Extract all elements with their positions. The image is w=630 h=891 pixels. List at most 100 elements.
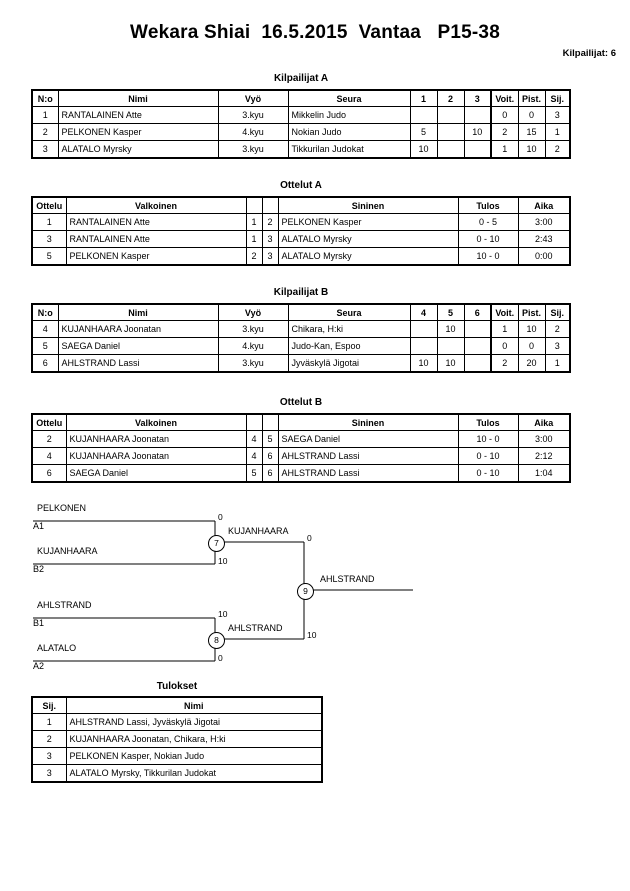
cell-name: ALATALO Myrsky, Tikkurilan Judokat xyxy=(65,764,323,783)
cell-wins: 0 xyxy=(490,106,519,124)
col-aika: Aika xyxy=(517,413,571,431)
cell-m6 xyxy=(463,320,492,338)
table-row: 3 ALATALO Myrsky 3.kyu Tikkurilan Judoka… xyxy=(31,140,571,159)
col-m4: 4 xyxy=(409,303,438,321)
cell-blue-no: 3 xyxy=(261,230,279,248)
cell-time: 1:04 xyxy=(517,464,571,483)
bracket-entry-name-1: PELKONEN xyxy=(37,503,87,513)
col-spacer-2 xyxy=(261,196,279,214)
col-voit: Voit. xyxy=(490,89,519,107)
cell-name: KUJANHAARA Joonatan xyxy=(57,320,219,338)
matches-a-table: Ottelu Valkoinen Sininen Tulos Aika 1 RA… xyxy=(31,196,571,266)
bracket-match-8-top-score: 10 xyxy=(218,609,228,619)
cell-rank: 3 xyxy=(31,764,67,783)
cell-no: 5 xyxy=(31,337,59,355)
cell-match: 5 xyxy=(31,247,67,266)
col-voit: Voit. xyxy=(490,303,519,321)
entrant-count: Kilpailijat: 6 xyxy=(562,48,616,59)
cell-white: RANTALAINEN Atte xyxy=(65,213,247,231)
cell-m2 xyxy=(436,140,465,159)
table-row: 6 AHLSTRAND Lassi 3.kyu Jyväskylä Jigota… xyxy=(31,354,571,373)
col-tulos: Tulos xyxy=(457,196,519,214)
cell-time: 3:00 xyxy=(517,430,571,448)
table-row: 5 PELKONEN Kasper 2 3 ALATALO Myrsky 10 … xyxy=(31,247,571,266)
cell-m3: 10 xyxy=(463,123,492,141)
col-spacer-1 xyxy=(245,196,263,214)
cell-result: 0 - 5 xyxy=(457,213,519,231)
table-row: 5 SAEGA Daniel 4.kyu Judo-Kan, Espoo 0 0… xyxy=(31,337,571,355)
bracket-match-9-winner: AHLSTRAND xyxy=(320,574,375,584)
cell-club: Nokian Judo xyxy=(287,123,411,141)
col-spacer-2 xyxy=(261,413,279,431)
cell-belt: 4.kyu xyxy=(217,123,289,141)
cell-club: Tikkurilan Judokat xyxy=(287,140,411,159)
bracket-entry-seed-3: B1 xyxy=(33,618,45,628)
cell-m6 xyxy=(463,337,492,355)
cell-rank: 1 xyxy=(31,713,67,731)
cell-points: 0 xyxy=(517,337,546,355)
table-header-row: Sij. Nimi xyxy=(31,696,323,714)
cell-time: 2:12 xyxy=(517,447,571,465)
bracket-match-8-number[interactable]: 8 xyxy=(208,632,225,649)
cell-name: AHLSTRAND Lassi, Jyväskylä Jigotai xyxy=(65,713,323,731)
cell-name: PELKONEN Kasper, Nokian Judo xyxy=(65,747,323,765)
cell-belt: 3.kyu xyxy=(217,140,289,159)
col-ottelu: Ottelu xyxy=(31,413,67,431)
results-caption: Tulokset xyxy=(156,681,198,692)
table-row: 2 PELKONEN Kasper 4.kyu Nokian Judo 5 10… xyxy=(31,123,571,141)
cell-blue: SAEGA Daniel xyxy=(277,430,459,448)
table-row: 3 RANTALAINEN Atte 1 3 ALATALO Myrsky 0 … xyxy=(31,230,571,248)
cell-blue-no: 6 xyxy=(261,447,279,465)
pool-b-caption: Kilpailijat B xyxy=(273,287,329,298)
col-m5: 5 xyxy=(436,303,465,321)
cell-belt: 3.kyu xyxy=(217,354,289,373)
cell-time: 2:43 xyxy=(517,230,571,248)
cell-white-no: 1 xyxy=(245,230,263,248)
cell-white: SAEGA Daniel xyxy=(65,464,247,483)
cell-club: Chikara, H:ki xyxy=(287,320,411,338)
col-spacer-1 xyxy=(245,413,263,431)
bracket-entry-name-3: AHLSTRAND xyxy=(37,600,92,610)
cell-white: PELKONEN Kasper xyxy=(65,247,247,266)
cell-blue-no: 6 xyxy=(261,464,279,483)
col-aika: Aika xyxy=(517,196,571,214)
cell-wins: 2 xyxy=(490,354,519,373)
col-no: N:o xyxy=(31,89,59,107)
cell-m4: 10 xyxy=(409,354,438,373)
bracket-match-8-winner: AHLSTRAND xyxy=(228,623,283,633)
cell-white-no: 4 xyxy=(245,447,263,465)
cell-rank: 1 xyxy=(544,123,571,141)
cell-name: KUJANHAARA Joonatan, Chikara, H:ki xyxy=(65,730,323,748)
page-title: Wekara Shiai 16.5.2015 Vantaa P15-38 xyxy=(130,22,500,43)
cell-no: 6 xyxy=(31,354,59,373)
col-pist: Pist. xyxy=(517,303,546,321)
cell-rank: 1 xyxy=(544,354,571,373)
cell-blue: PELKONEN Kasper xyxy=(277,213,459,231)
cell-rank: 2 xyxy=(544,320,571,338)
cell-m1: 10 xyxy=(409,140,438,159)
col-valkoinen: Valkoinen xyxy=(65,413,247,431)
table-row: 1 RANTALAINEN Atte 1 2 PELKONEN Kasper 0… xyxy=(31,213,571,231)
bracket-match-7-top-score: 0 xyxy=(218,512,223,522)
matches-b-table: Ottelu Valkoinen Sininen Tulos Aika 2 KU… xyxy=(31,413,571,483)
pool-b-table: N:o Nimi Vyö Seura 4 5 6 Voit. Pist. Sij… xyxy=(31,303,571,373)
bracket-match-7-number[interactable]: 7 xyxy=(208,535,225,552)
col-tulos: Tulos xyxy=(457,413,519,431)
bracket-match-9-number[interactable]: 9 xyxy=(297,583,314,600)
cell-wins: 1 xyxy=(490,320,519,338)
cell-blue-no: 2 xyxy=(261,213,279,231)
table-row: 3 ALATALO Myrsky, Tikkurilan Judokat xyxy=(31,764,323,783)
cell-m6 xyxy=(463,354,492,373)
table-row: 2 KUJANHAARA Joonatan 4 5 SAEGA Daniel 1… xyxy=(31,430,571,448)
pool-a-caption: Kilpailijat A xyxy=(273,73,329,84)
bracket-entry-seed-4: A2 xyxy=(33,661,45,671)
col-no: N:o xyxy=(31,303,59,321)
cell-rank: 3 xyxy=(31,747,67,765)
cell-club: Mikkelin Judo xyxy=(287,106,411,124)
cell-belt: 3.kyu xyxy=(217,320,289,338)
bracket-entry-name-4: ALATALO xyxy=(37,643,77,653)
cell-result: 10 - 0 xyxy=(457,430,519,448)
bracket-match-9-bottom-score: 10 xyxy=(307,630,317,640)
results-table: Sij. Nimi 1 AHLSTRAND Lassi, Jyväskylä J… xyxy=(31,696,323,783)
cell-match: 6 xyxy=(31,464,67,483)
